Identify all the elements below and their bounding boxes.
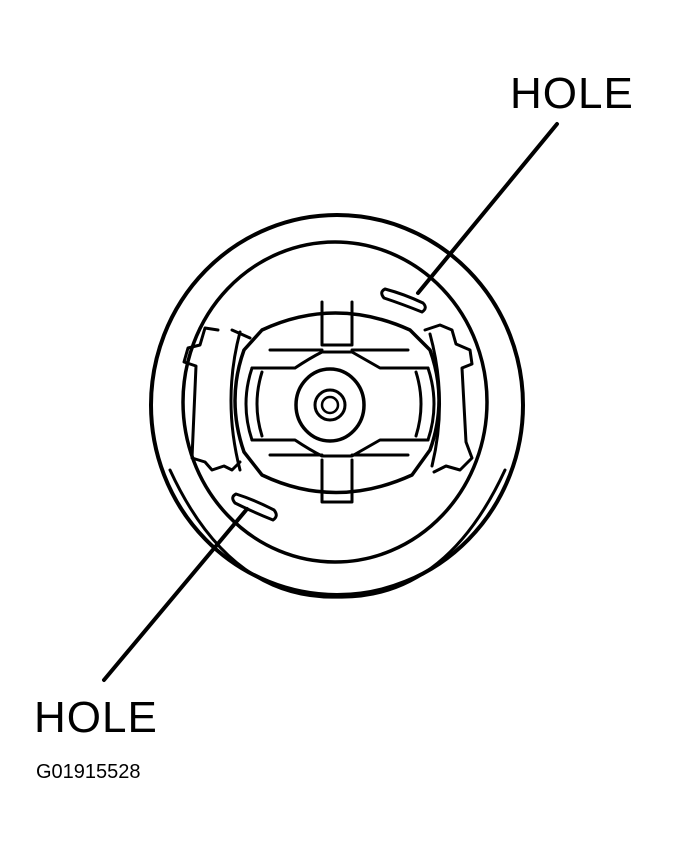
socket-bottom-slot (320, 458, 354, 504)
locking-tab-left (182, 326, 242, 472)
contact-curve-left (255, 370, 264, 438)
locking-tab-right (423, 323, 474, 474)
outer-rim (149, 213, 525, 597)
locking-tab-left-inner (230, 328, 252, 340)
contact-curve-right (414, 370, 423, 438)
contact-band-right (426, 366, 436, 442)
center-contact-outer (313, 388, 347, 422)
hole-callout-top: HOLE (510, 69, 634, 118)
socket-top-slot (320, 300, 354, 347)
socket-interior (233, 311, 441, 495)
hole-lower (231, 492, 278, 522)
figure-id: G01915528 (36, 761, 141, 783)
inner-ring (181, 240, 489, 564)
leader-line-top (416, 122, 559, 295)
contact-band (250, 350, 430, 458)
center-contact-inner (320, 395, 340, 415)
contact-band-left (244, 366, 254, 442)
outer-rim-shadow (168, 468, 507, 599)
center-boss (294, 367, 366, 443)
leader-line-bottom (102, 507, 249, 682)
locking-tab-left-edge (229, 330, 242, 472)
hole-upper (380, 287, 427, 314)
hole-callout-bottom: HOLE (34, 693, 158, 742)
